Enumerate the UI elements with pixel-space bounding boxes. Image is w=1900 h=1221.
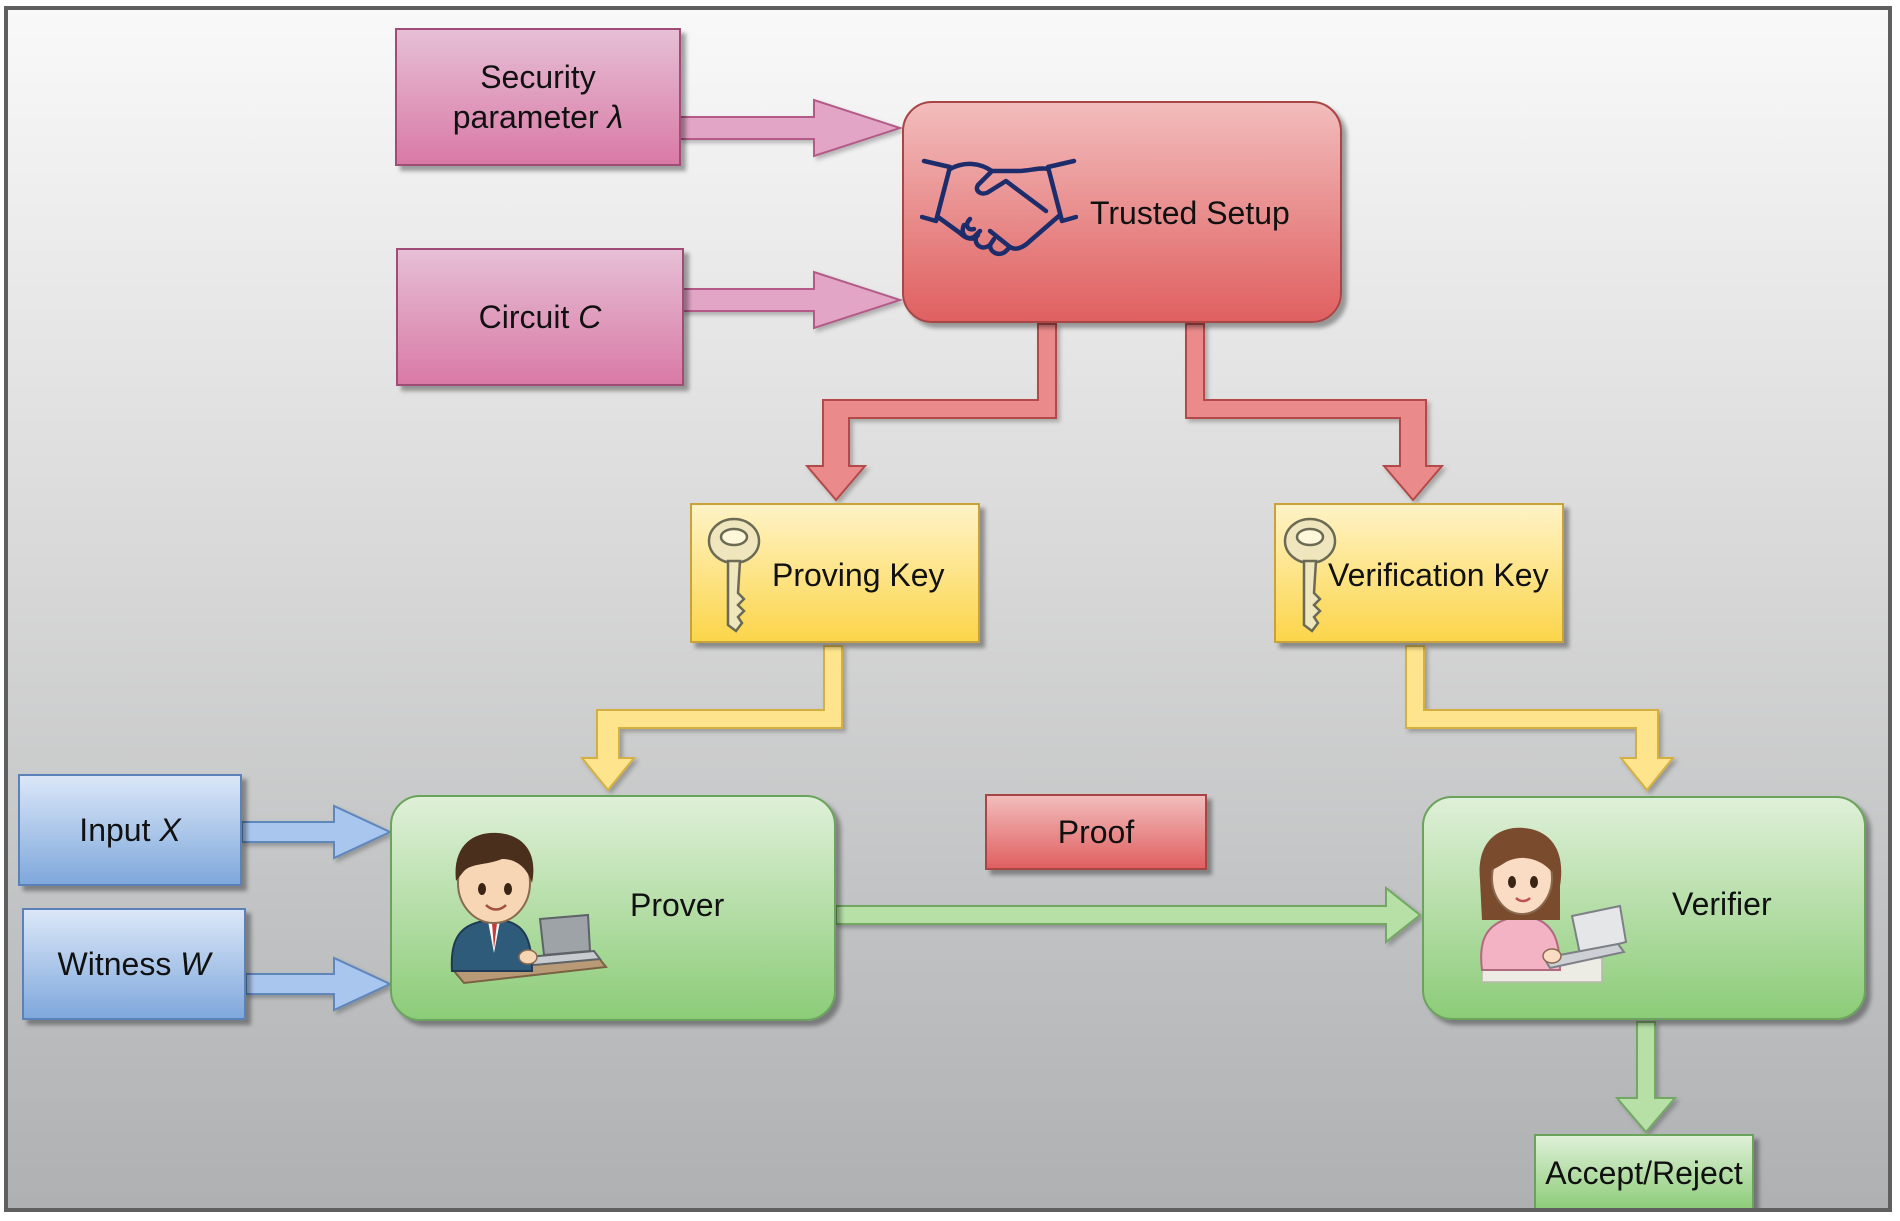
arrow-setup-to-verification-key — [1185, 323, 1445, 502]
man-at-laptop-icon — [450, 832, 608, 985]
arrow-setup-to-proving-key — [804, 323, 1057, 502]
accept-reject-box: Accept/Reject — [1534, 1134, 1754, 1208]
verification-key-box: Verification Key — [1274, 503, 1564, 643]
diagram-canvas: Security parameter λ Circuit C Trust — [4, 6, 1892, 1212]
circuit-text: Circuit — [478, 299, 570, 335]
arrow-verifier-to-result — [1614, 1021, 1678, 1134]
prover-box: Prover — [390, 795, 836, 1021]
witness-box: Witness W — [22, 908, 246, 1020]
arrow-verification-key-to-verifier — [1405, 645, 1676, 792]
key-icon — [1283, 517, 1337, 633]
witness-var: W — [180, 946, 211, 982]
verifier-label: Verifier — [1672, 886, 1772, 922]
proof-box: Proof — [985, 794, 1207, 870]
prover-label: Prover — [630, 887, 725, 923]
verifier-box: Verifier — [1422, 796, 1866, 1020]
woman-at-laptop-icon — [1479, 827, 1628, 983]
verification-key-label: Verification Key — [1328, 557, 1549, 593]
trusted-setup-label: Trusted Setup — [1090, 195, 1290, 231]
arrow-prover-to-verifier — [835, 885, 1422, 945]
input-var: X — [159, 812, 181, 848]
proving-key-label: Proving Key — [772, 557, 945, 593]
arrow-security-to-setup — [679, 98, 904, 158]
circuit-box: Circuit C — [396, 248, 684, 386]
arrow-input-to-prover — [241, 804, 393, 860]
security-parameter-line2: parameter — [452, 99, 599, 135]
circuit-var: C — [578, 299, 602, 335]
witness-text: Witness — [57, 946, 172, 982]
handshake-icon — [920, 158, 1078, 257]
input-box: Input X — [18, 774, 242, 886]
security-parameter-line1: Security — [480, 59, 596, 95]
arrow-witness-to-prover — [245, 956, 393, 1012]
accept-reject-label: Accept/Reject — [1545, 1155, 1743, 1191]
security-parameter-box: Security parameter λ — [395, 28, 681, 166]
lambda-symbol: λ — [607, 99, 624, 135]
security-parameter-line2-wrap: parameter λ — [453, 97, 623, 137]
proof-label: Proof — [1057, 814, 1135, 850]
trusted-setup-box: Trusted Setup — [902, 101, 1342, 323]
arrow-circuit-to-setup — [681, 270, 904, 330]
arrow-proving-key-to-prover — [579, 645, 843, 792]
input-text: Input — [79, 812, 151, 848]
connector-layer — [241, 98, 1678, 1134]
proving-key-box: Proving Key — [690, 503, 980, 643]
key-icon — [707, 517, 761, 633]
